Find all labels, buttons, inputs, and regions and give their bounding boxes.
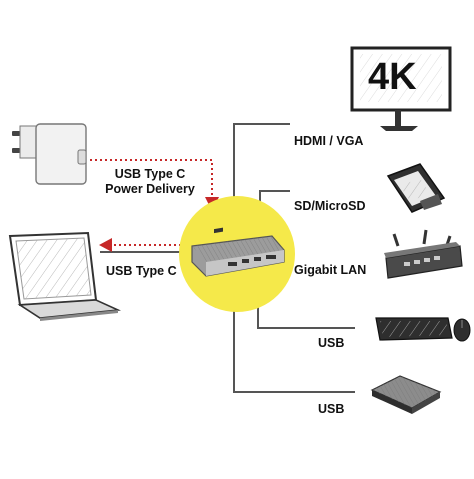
line-usb2 — [233, 292, 355, 393]
power-delivery-label: USB Type C Power Delivery — [98, 167, 202, 197]
keyboard-mouse-icon — [375, 317, 471, 342]
power-adapter-icon — [12, 123, 87, 185]
gigabit-lan-label: Gigabit LAN — [294, 263, 367, 277]
sd-card-icon — [386, 163, 446, 213]
monitor-icon — [350, 46, 452, 131]
monitor-4k-label: 4K — [368, 56, 417, 98]
power-label-line2: Power Delivery — [105, 182, 195, 196]
sd-microsd-label: SD/MicroSD — [294, 199, 366, 213]
hdmi-vga-label: HDMI / VGA — [294, 134, 364, 148]
power-label-line1: USB Type C — [114, 167, 186, 181]
laptop-icon — [8, 231, 122, 321]
laptop-usb-c-label: USB Type C — [106, 264, 177, 278]
laptop-arrow — [99, 238, 186, 252]
line-hdmi — [233, 123, 290, 215]
router-icon — [384, 229, 463, 279]
usb-label-2: USB — [318, 402, 345, 416]
usb-c-dock-icon — [191, 227, 285, 277]
usb-label-1: USB — [318, 336, 345, 350]
external-drive-icon — [370, 375, 442, 414]
laptop-arrow-head — [99, 238, 112, 252]
hub — [179, 196, 295, 312]
